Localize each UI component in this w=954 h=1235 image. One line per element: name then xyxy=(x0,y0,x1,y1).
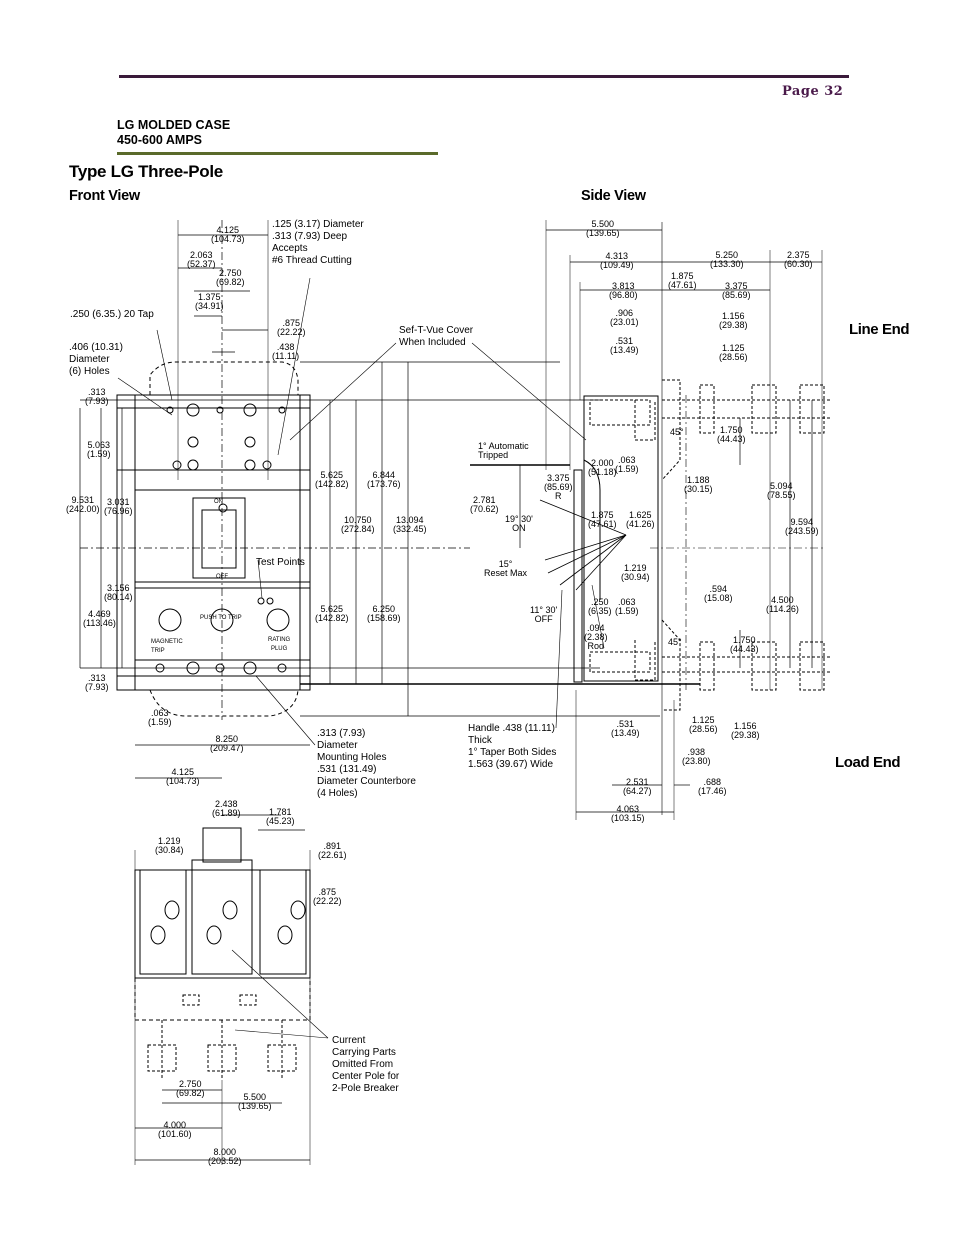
dim-side: 1.750 (44.43) xyxy=(717,425,746,444)
bottom-view-drawing xyxy=(134,827,329,1165)
dim-front: 4.125 (104.73) xyxy=(211,225,245,244)
on-angle-note: 19° 30' ON xyxy=(505,514,533,533)
on-label: ON xyxy=(214,499,223,505)
dim-front: 1.375 (34.91) xyxy=(195,292,224,311)
dim-side: .250 (6.35) xyxy=(588,597,612,616)
header-product: LG MOLDED CASE xyxy=(117,118,231,132)
dim-front: .063 (1.59) xyxy=(148,708,172,727)
sef-t-vue-note: Sef-T-Vue Cover When Included xyxy=(399,325,474,348)
auto-tripped-note: 1° Automatic Tripped xyxy=(478,441,529,460)
handle-note: Handle .438 (11.11) Thick 1° Taper Both … xyxy=(468,723,557,770)
dim-front: 9.531 (242.00) xyxy=(66,495,100,514)
dim-side: .531 (13.49) xyxy=(611,719,640,738)
angle-45-top: 45° xyxy=(670,427,684,437)
dim-side: 1.750 (44.43) xyxy=(730,635,759,654)
current-parts-note: Current Carrying Parts Omitted From Cent… xyxy=(332,1035,400,1094)
dim-front: 5.625 (142.82) xyxy=(315,604,349,623)
dim-side: .906 (23.01) xyxy=(610,308,639,327)
dim-front: 2.438 (61.89) xyxy=(212,799,241,818)
load-end-label: Load End xyxy=(835,754,901,771)
dim-side: 1.125 (28.56) xyxy=(719,343,748,362)
dim-side: 4.313 (109.49) xyxy=(600,251,634,270)
push-to-trip-label: PUSH TO TRIP xyxy=(200,615,242,621)
dim-side: .063 (1.59) xyxy=(615,455,639,474)
dim-front: 4.469 (113.46) xyxy=(83,609,116,628)
dim-side: 2.375 (60.30) xyxy=(784,250,813,269)
dim-side: .531 (13.49) xyxy=(610,336,639,355)
line-end-label: Line End xyxy=(849,321,910,338)
dim-side: 2.531 (64.27) xyxy=(623,777,652,796)
page-number: Page 32 xyxy=(782,84,844,99)
dim-front: 13.094 (332.45) xyxy=(393,515,427,534)
reset-angle-note: 15° Reset Max xyxy=(484,559,528,578)
dim-front: 4.000 (101.60) xyxy=(158,1120,192,1139)
dim-front: 2.063 (52.37) xyxy=(187,250,216,269)
dim-side: 2.781 (70.62) xyxy=(470,495,499,514)
dim-front: 4.125 (104.73) xyxy=(166,767,200,786)
off-label: OFF xyxy=(216,574,228,580)
dim-front: .313 (7.93) xyxy=(85,673,109,692)
dim-side: .063 (1.59) xyxy=(615,597,639,616)
dim-side: 1.219 (30.94) xyxy=(621,563,650,582)
dim-front: 5.625 (142.82) xyxy=(315,470,349,489)
dim-side: 1.125 (28.56) xyxy=(689,715,718,734)
dim-front: 5.500 (139.65) xyxy=(238,1092,272,1111)
dim-side: 3.375 (85.69) xyxy=(722,281,751,300)
top-rule xyxy=(119,75,849,78)
header-rule xyxy=(117,152,438,155)
side-view-title: Side View xyxy=(581,188,646,204)
front-view-drawing xyxy=(79,220,700,831)
magnetic-trip-label: MAGNETIC TRIP xyxy=(151,639,183,654)
dim-front: .875 (22.22) xyxy=(313,887,342,906)
dim-side: .688 (17.46) xyxy=(698,777,727,796)
dim-front: 10.750 (272.84) xyxy=(341,515,375,534)
dim-front: .438 (11.11) xyxy=(272,342,300,361)
header-amps: 450-600 AMPS xyxy=(117,133,202,147)
dim-side: 4.500 (114.26) xyxy=(766,595,799,614)
dim-front: 2.750 (69.82) xyxy=(176,1079,205,1098)
dim-front: 3.031 (76.96) xyxy=(104,497,133,516)
dim-front: 1.781 (45.23) xyxy=(266,807,295,826)
dim-side: 4.063 (103.15) xyxy=(611,804,645,823)
off-angle-note: 11° 30' OFF xyxy=(530,605,558,624)
dim-front: .313 (7.93) xyxy=(85,387,109,406)
test-points-note: Test Points xyxy=(256,557,305,568)
radius-note: 3.375 (85.69) R xyxy=(544,473,573,501)
dim-front: 1.219 (30.84) xyxy=(155,836,184,855)
side-view-drawing xyxy=(470,220,830,820)
mounting-holes-note: .313 (7.93) Diameter Mounting Holes .531… xyxy=(317,728,416,799)
tap-note: .250 (6.35.) 20 Tap xyxy=(70,309,154,320)
rod-note: .094 (2.38) Rod xyxy=(584,623,608,651)
dim-front: 5.063 (1.59) xyxy=(87,440,111,459)
thread-hole-note: .125 (3.17) Diameter .313 (7.93) Deep Ac… xyxy=(272,219,364,266)
dim-side: .938 (23.80) xyxy=(682,747,711,766)
dim-side: 9.594 (243.59) xyxy=(785,517,819,536)
dim-front: 6.844 (173.76) xyxy=(367,470,401,489)
dim-side: 1.875 (47.61) xyxy=(668,271,697,290)
dim-front: .891 (22.61) xyxy=(318,841,347,860)
dim-side: 2.000 (51.18) xyxy=(588,458,617,477)
page-title: Type LG Three-Pole xyxy=(69,162,223,181)
dim-side: 5.250 (133.30) xyxy=(710,250,744,269)
dim-front: 8.250 (209.47) xyxy=(210,734,244,753)
dim-side: 1.625 (41.26) xyxy=(626,510,655,529)
dim-front: 8.000 (203.52) xyxy=(208,1147,242,1166)
front-view-title: Front View xyxy=(69,188,140,204)
dim-front: 6.250 (158.69) xyxy=(367,604,401,623)
dim-side: 1.156 (29.38) xyxy=(731,721,760,740)
dim-side: 3.813 (96.80) xyxy=(609,281,638,300)
dim-side: 1.188 (30.15) xyxy=(684,475,713,494)
rating-plug-label: RATING PLUG xyxy=(268,637,291,652)
dim-front: 3.156 (80.14) xyxy=(104,583,133,602)
angle-45-bottom: 45° xyxy=(668,637,682,647)
six-holes-note: .406 (10.31) Diameter (6) Holes xyxy=(69,342,123,377)
dim-side: 5.500 (139.65) xyxy=(586,219,620,238)
dim-side: 1.156 (29.38) xyxy=(719,311,748,330)
dim-front: 2.750 (69.82) xyxy=(216,268,245,287)
dim-front: .875 (22.22) xyxy=(277,318,306,337)
dim-side: 1.875 (47.61) xyxy=(588,510,617,529)
dim-side: 5.094 (78.55) xyxy=(767,481,796,500)
dim-side: .594 (15.08) xyxy=(704,584,733,603)
